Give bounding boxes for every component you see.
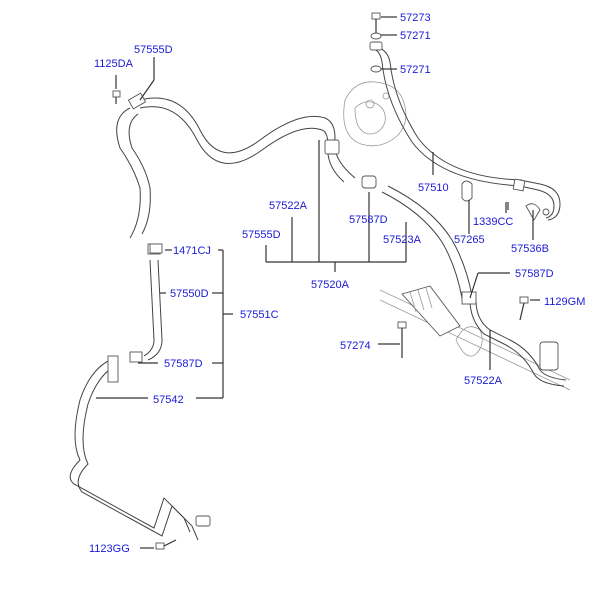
label-57265[interactable]: 57265 (454, 234, 485, 246)
clamp-1471CJ (149, 243, 163, 254)
bolt-57274 (397, 321, 407, 358)
bolt-1123GG (155, 539, 177, 550)
label-57271-upper[interactable]: 57271 (400, 30, 431, 42)
label-57542[interactable]: 57542 (153, 394, 184, 406)
label-57587D-right[interactable]: 57587D (515, 268, 554, 280)
label-57551C[interactable]: 57551C (240, 309, 279, 321)
washer-57271-a (370, 32, 382, 40)
label-57536B[interactable]: 57536B (511, 243, 549, 255)
bracket-57536B (525, 203, 550, 221)
label-57520A[interactable]: 57520A (311, 279, 350, 291)
label-1129GM[interactable]: 1129GM (544, 296, 585, 308)
label-1125DA[interactable]: 1125DA (94, 58, 134, 70)
label-57550D[interactable]: 57550D (170, 288, 209, 300)
label-1123GG[interactable]: 1123GG (89, 543, 130, 555)
label-57510[interactable]: 57510 (418, 182, 449, 194)
label-57587D-left[interactable]: 57587D (164, 358, 203, 370)
label-57555D-mid[interactable]: 57555D (242, 229, 281, 241)
hose-57523A (361, 175, 473, 299)
clip-57265 (461, 180, 473, 202)
label-57587D-mid[interactable]: 57587D (349, 214, 388, 226)
cooler-tube-57542 (69, 355, 211, 541)
label-57555D-top[interactable]: 57555D (134, 44, 173, 56)
label-57274[interactable]: 57274 (340, 340, 371, 352)
label-1339CC[interactable]: 1339CC (473, 216, 513, 228)
power-steering-pump (343, 81, 407, 147)
pressure-hose-57510 (369, 41, 561, 221)
hose-57550D (129, 243, 163, 363)
label-57522A-bottom[interactable]: 57522A (464, 375, 503, 387)
steering-rack (379, 285, 571, 391)
return-hose-57555D (116, 92, 356, 239)
washer-57271-b (370, 65, 382, 73)
label-57271-lower[interactable]: 57271 (400, 64, 431, 76)
label-57522A-mid[interactable]: 57522A (269, 200, 308, 212)
label-57273[interactable]: 57273 (400, 12, 431, 24)
bolt-1125DA (112, 90, 121, 104)
bolt-1129GM (519, 296, 529, 321)
label-57523A[interactable]: 57523A (383, 234, 422, 246)
bolt-57273 (371, 12, 381, 34)
leader-lines (96, 16, 540, 549)
label-1471CJ[interactable]: 1471CJ (173, 245, 211, 257)
